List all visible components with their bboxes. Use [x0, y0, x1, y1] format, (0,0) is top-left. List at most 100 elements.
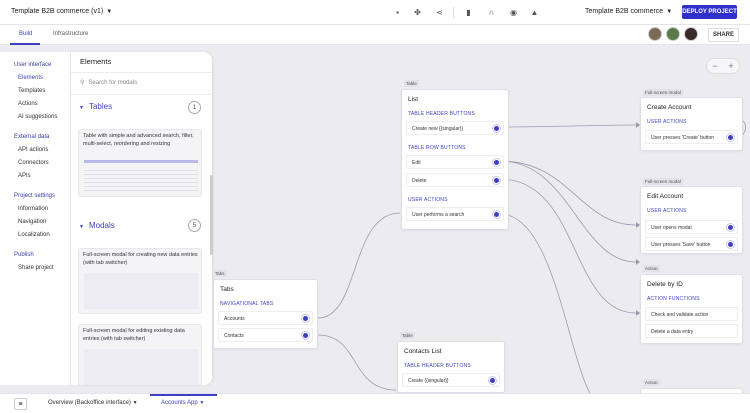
row-label: Check and validate action [651, 312, 709, 318]
tabs-node[interactable]: Tabs NAVIGATIONAL TABS Accounts Contacts [213, 279, 318, 349]
node-row-create-pressed[interactable]: User presses 'Create' button [645, 130, 738, 144]
node-title: Create Account [647, 104, 692, 111]
avatar[interactable] [684, 27, 698, 41]
active-tab-indicator [10, 43, 40, 45]
sidebar-item-ai-suggestions[interactable]: AI suggestions [18, 114, 58, 120]
node-row-search[interactable]: User performs a search [406, 207, 504, 221]
node-row-delete[interactable]: Delete [406, 173, 504, 187]
active-app-indicator [150, 394, 217, 396]
node-row-delete-entry[interactable]: Delete a data entry [645, 324, 738, 338]
zoom-control: −+ [706, 58, 740, 74]
node-section: USER ACTIONS [647, 208, 687, 214]
contacts-list-node[interactable]: Contacts List TABLE HEADER BUTTONS Creat… [397, 341, 505, 393]
sidebar-item-connectors[interactable]: Connectors [18, 160, 49, 166]
project-name: Template B2B commerce (v1) [11, 8, 104, 15]
table-preview [84, 160, 198, 163]
row-label: Contacts [224, 333, 244, 339]
sidebar-item-templates[interactable]: Templates [18, 88, 46, 94]
document-icon[interactable]: ▮ [466, 8, 471, 17]
delete-by-id-node[interactable]: Delete by ID ACTION FUNCTIONS Check and … [640, 274, 743, 344]
row-label: User presses 'Save' button [651, 242, 711, 248]
card-description: Full-screen modal for editing existing d… [83, 328, 185, 342]
avatar[interactable] [666, 27, 680, 41]
connector-dot[interactable] [728, 135, 733, 140]
modal-preview [84, 273, 198, 309]
node-row-opens-modal[interactable]: User opens modal [645, 220, 738, 234]
node-section: USER ACTIONS [647, 119, 687, 125]
edit-modal-card[interactable]: Full-screen modal for editing existing d… [78, 324, 202, 385]
panel-scrollbar[interactable] [210, 175, 213, 255]
sidebar-item-localization[interactable]: Localization [18, 232, 50, 238]
search-placeholder: Search for modals [88, 80, 138, 86]
node-row-save-pressed[interactable]: User presses 'Save' button [645, 237, 738, 251]
node-title: Edit Account [647, 193, 684, 200]
share-graph-icon[interactable]: ⋖ [436, 8, 443, 17]
project-selector[interactable]: Template B2B commerce (v1)▼ [11, 8, 112, 15]
template-selector[interactable]: Template B2B commerce▼ [585, 8, 672, 15]
node-type-tag: Tabs [213, 270, 227, 277]
divider [71, 94, 212, 95]
table-template-card[interactable]: Table with simple and advanced search, f… [78, 129, 202, 197]
row-label: Create {{singular}} [408, 378, 449, 384]
node-type-tag: Full-screen modal [643, 89, 683, 96]
tab-build[interactable]: Build [19, 31, 33, 37]
connector-dot[interactable] [303, 316, 308, 321]
tables-section-header[interactable]: ▼ Tables [79, 102, 112, 111]
node-row-create-singular[interactable]: Create {{singular}} [402, 373, 500, 387]
connector-dot[interactable] [494, 212, 499, 217]
tables-label: Tables [88, 102, 113, 111]
sidebar-item-navigation[interactable]: Navigation [18, 219, 47, 225]
minus-icon[interactable]: − [712, 61, 718, 71]
create-modal-card[interactable]: Full-screen modal for creating new data … [78, 248, 202, 314]
search-icon: ⚲ [80, 80, 85, 86]
chevron-down-icon: ▼ [79, 105, 84, 111]
connector-dot[interactable] [494, 126, 499, 131]
bell-icon[interactable]: ▲ [530, 8, 539, 17]
avatar[interactable] [648, 27, 662, 41]
sidebar-item-information[interactable]: Information [18, 206, 49, 212]
tab-infrastructure[interactable]: Infrastructure [53, 31, 89, 37]
modals-count-badge: 5 [188, 219, 201, 232]
sidebar-item-elements[interactable]: Elements [18, 75, 44, 81]
connector-dot[interactable] [494, 160, 499, 165]
list-node[interactable]: List TABLE HEADER BUTTONS Create new {{s… [401, 89, 509, 230]
node-row-create-new[interactable]: Create new {{singular}} [406, 121, 504, 135]
briefcase-icon[interactable]: ▪ [396, 8, 399, 17]
hamburger-icon[interactable]: ≡ [14, 398, 27, 410]
card-description: Table with simple and advanced search, f… [83, 133, 194, 147]
app-tab-overview[interactable]: Overview (Backoffice interface) ▼ [48, 400, 138, 406]
node-section: TABLE HEADER BUTTONS [408, 111, 475, 117]
connector-dot[interactable] [728, 242, 733, 247]
record-icon[interactable]: ◉ [510, 8, 517, 17]
chevron-down-icon: ▼ [199, 400, 205, 406]
sidebar-item-apis[interactable]: APIs [18, 173, 31, 179]
connector-dot[interactable] [728, 225, 733, 230]
node-section: USER ACTIONS [408, 197, 448, 203]
connector-dot[interactable] [303, 333, 308, 338]
modals-section-header[interactable]: ▼Modals [79, 221, 115, 230]
node-title: List [408, 96, 419, 103]
plus-icon[interactable]: + [728, 61, 734, 71]
connector-dot[interactable] [490, 378, 495, 383]
node-row-edit[interactable]: Edit [406, 155, 504, 169]
row-label: Accounts [224, 316, 245, 322]
headset-icon[interactable]: ∩ [488, 8, 495, 17]
sidebar-item-api-actions[interactable]: API actions [18, 147, 49, 153]
deploy-project-button[interactable]: DEPLOY PROJECT [682, 5, 737, 19]
share-button[interactable]: SHARE [708, 28, 739, 42]
sub-bar: Build Infrastructure SHARE [0, 25, 750, 45]
puzzle-icon[interactable]: ✤ [414, 8, 421, 17]
modal-preview [84, 349, 198, 385]
sidebar-item-share-project[interactable]: Share project [18, 265, 54, 271]
search-input[interactable]: ⚲Search for modals [80, 79, 137, 86]
node-row-contacts[interactable]: Contacts [218, 328, 313, 342]
create-account-node[interactable]: Create Account USER ACTIONS User presses… [640, 97, 743, 151]
app-tab-accounts[interactable]: Accounts App ▼ [161, 400, 204, 406]
connector-dot[interactable] [494, 178, 499, 183]
node-row-accounts[interactable]: Accounts [218, 311, 313, 325]
row-label: Delete [412, 178, 427, 184]
template-name: Template B2B commerce [585, 8, 664, 15]
node-row-check-validate[interactable]: Check and validate action [645, 307, 738, 321]
edit-account-node[interactable]: Edit Account USER ACTIONS User opens mod… [640, 186, 743, 254]
sidebar-item-actions[interactable]: Actions [18, 101, 38, 107]
